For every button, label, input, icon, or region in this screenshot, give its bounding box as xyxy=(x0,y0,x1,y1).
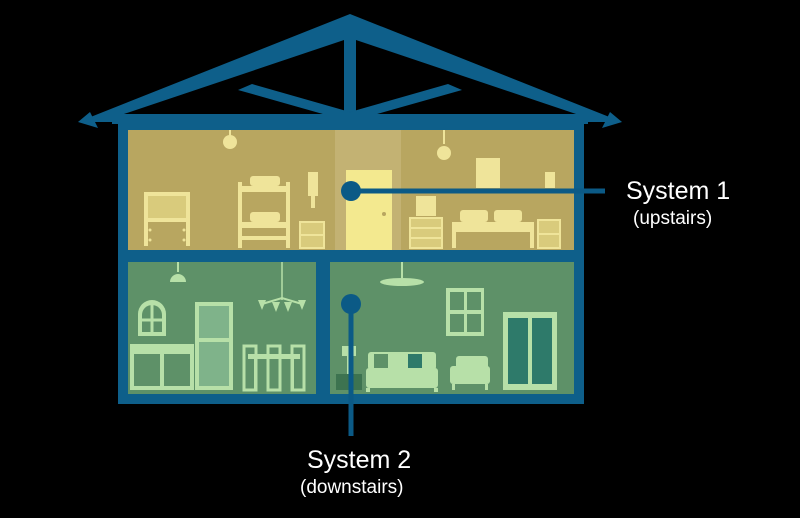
system-2-label: System 2 xyxy=(307,446,412,474)
zone-marker-icon xyxy=(341,294,361,314)
wall-lamp-icon xyxy=(308,172,318,208)
wall-picture-icon xyxy=(545,172,555,188)
system-1-label: System 1 xyxy=(626,177,731,205)
roof-left-brace xyxy=(238,84,350,120)
downstairs-floor xyxy=(128,262,574,394)
door-icon xyxy=(503,312,557,390)
nightstand-icon xyxy=(299,221,325,249)
ceiling-lamp-icon xyxy=(170,262,186,282)
bed-icon xyxy=(452,210,534,248)
window-icon xyxy=(446,288,484,336)
roof-right-brace xyxy=(350,84,462,120)
chandelier-icon xyxy=(258,262,306,312)
ceiling-lamp-icon xyxy=(437,130,451,160)
sofa-icon xyxy=(366,352,438,392)
armchair-icon xyxy=(450,356,490,390)
dining-table-icon xyxy=(242,344,306,392)
zone-marker-icon xyxy=(341,181,361,201)
system-2-sublabel: (downstairs) xyxy=(300,477,404,498)
floor-divider xyxy=(118,250,584,262)
roof-king-post xyxy=(344,38,356,120)
window-icon xyxy=(138,300,166,336)
wall-picture-icon xyxy=(476,158,500,188)
desk-icon xyxy=(144,192,190,246)
kitchen-cabinet-icon xyxy=(130,344,194,390)
interior-wall xyxy=(316,262,330,394)
ceiling-lamp-icon xyxy=(380,262,424,286)
system-1-connector xyxy=(341,181,605,201)
system-1-sublabel: (upstairs) xyxy=(633,208,713,229)
system-2-connector xyxy=(341,294,361,436)
refrigerator-icon xyxy=(195,302,233,390)
bunk-bed-icon xyxy=(238,176,290,248)
roof xyxy=(78,14,622,128)
ceiling-lamp-icon xyxy=(223,130,237,149)
nightstand-icon xyxy=(537,219,561,249)
dresser-icon xyxy=(409,196,443,249)
